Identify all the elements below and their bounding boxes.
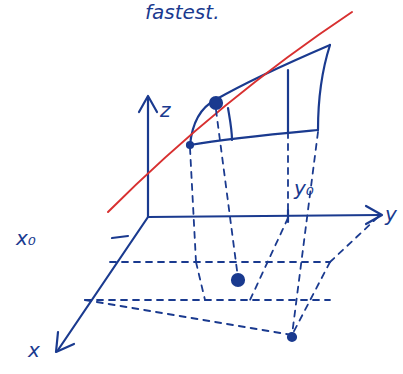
point	[288, 333, 296, 341]
drop-line	[287, 132, 289, 218]
surface-edge	[318, 45, 330, 130]
x-arrowhead	[56, 332, 74, 352]
drop-line	[292, 132, 318, 335]
z-axis	[147, 98, 149, 217]
tick	[287, 210, 289, 222]
drop-line	[190, 148, 196, 262]
grid-line	[85, 300, 292, 335]
tangent-line	[108, 12, 352, 212]
point	[210, 97, 222, 109]
grid-line	[110, 261, 330, 263]
note-text: fastest.	[145, 2, 219, 22]
grid-line	[250, 218, 288, 300]
grid-line	[292, 262, 330, 335]
grid-line	[85, 299, 330, 301]
grid-line	[330, 217, 378, 262]
axis-label: x	[28, 340, 40, 360]
surface-edge	[190, 130, 318, 145]
axis-label: y	[385, 204, 397, 224]
coordinate-label: x₀	[16, 228, 36, 248]
grid-line	[196, 262, 205, 300]
tick	[112, 236, 128, 238]
drop-line	[216, 110, 238, 278]
point	[232, 274, 244, 286]
surface-edge	[190, 45, 330, 145]
x-axis	[58, 217, 148, 350]
surface-edge	[287, 70, 289, 132]
axis-label: z	[160, 100, 171, 120]
point	[187, 142, 193, 148]
coordinate-label: y₀	[294, 178, 314, 198]
z-arrowhead	[139, 96, 157, 112]
y-axis	[148, 215, 380, 217]
surface-edge	[228, 108, 232, 140]
